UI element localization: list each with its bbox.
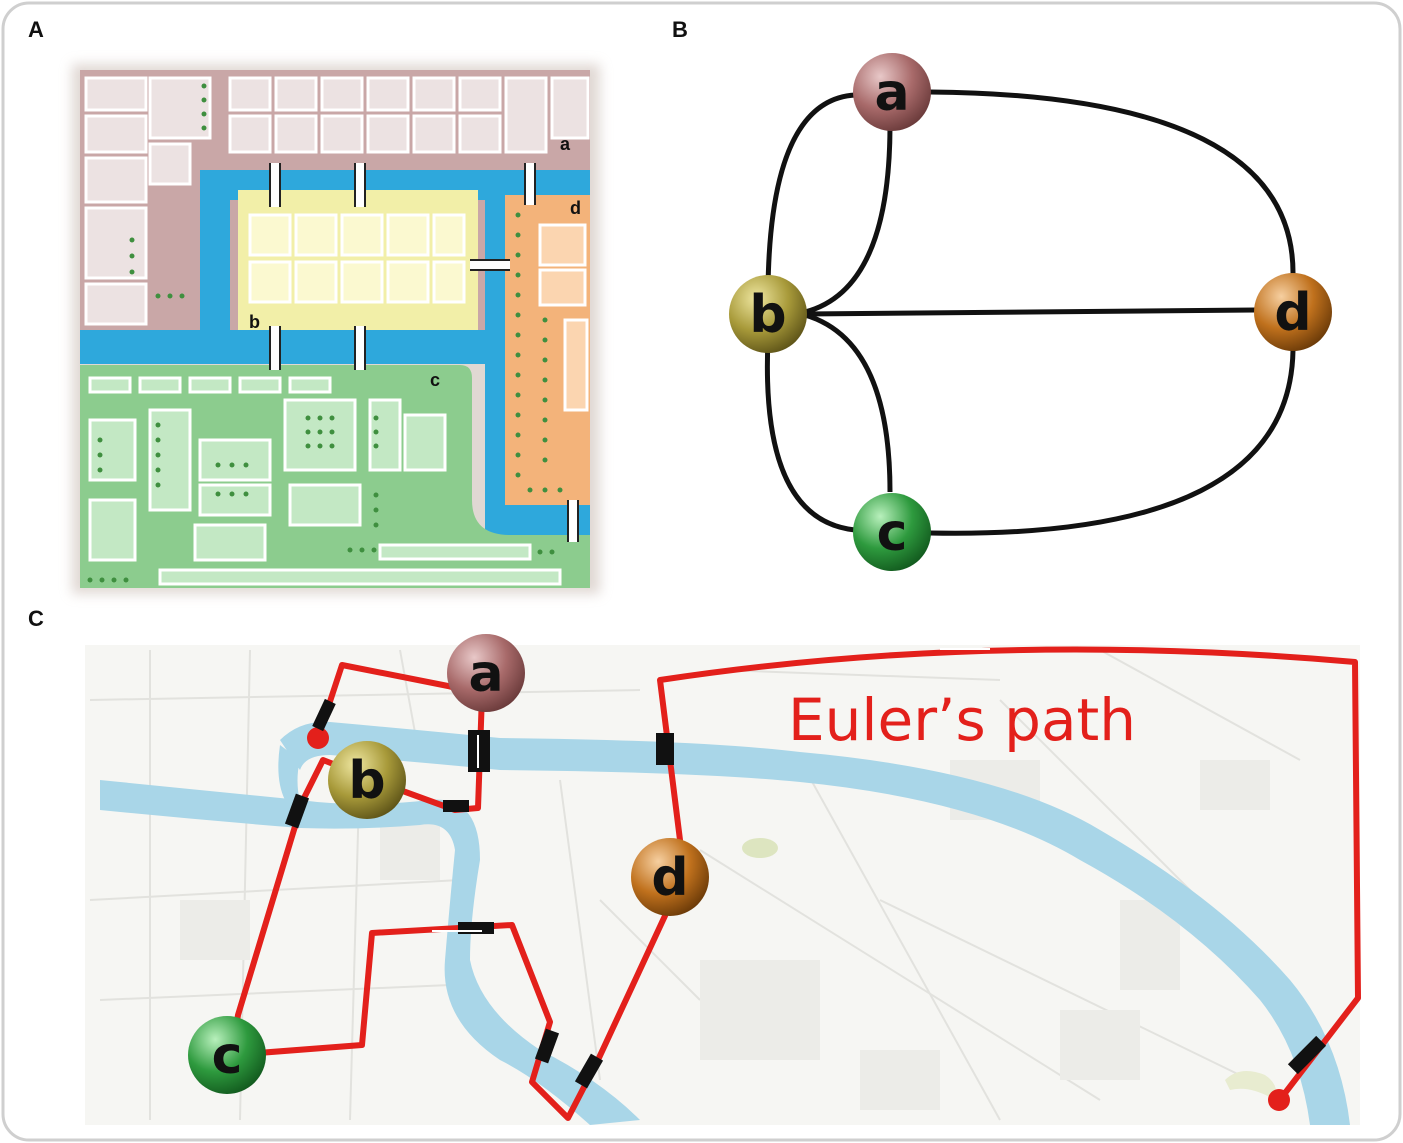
panel-a-city-map: a b c d <box>72 64 600 594</box>
edge-a-b-left <box>765 92 856 291</box>
edge-b-c-left <box>764 339 856 533</box>
edge-c-d <box>929 349 1296 536</box>
path-end-dot <box>1268 1089 1290 1111</box>
district-d-label: d <box>570 198 581 218</box>
edge-a-b-right <box>804 124 893 315</box>
svg-text:c: c <box>212 1026 243 1086</box>
euler-path-title: Euler’s path <box>788 686 1136 754</box>
svg-text:a: a <box>468 644 503 704</box>
graph-node-c: c <box>853 493 931 571</box>
path-start-dot <box>307 727 329 749</box>
edge-b-c-right <box>804 312 893 493</box>
panel-c-label: C <box>28 606 44 631</box>
panel-b-graph: a b c d <box>729 53 1332 571</box>
district-b-area <box>238 190 478 330</box>
district-b-label: b <box>249 312 260 332</box>
graph-node-d: d <box>1254 273 1332 351</box>
svg-text:b: b <box>749 285 786 345</box>
panel-c-map: a b c d Euler’s path <box>85 634 1361 1125</box>
map-node-d: d <box>631 838 709 916</box>
district-c-label: c <box>430 370 440 390</box>
graph-node-a: a <box>853 53 931 131</box>
edge-a-d <box>929 89 1296 276</box>
map-node-c: c <box>188 1016 266 1094</box>
river <box>100 780 640 1125</box>
svg-text:d: d <box>651 848 688 908</box>
district-a-label: a <box>560 134 571 154</box>
panel-b-label: B <box>672 17 688 42</box>
edge-b-d <box>804 307 1256 317</box>
svg-text:a: a <box>874 63 909 123</box>
map-node-a: a <box>447 634 525 712</box>
svg-text:d: d <box>1274 283 1311 343</box>
panel-a-label: A <box>28 17 44 42</box>
map-node-b: b <box>328 741 406 819</box>
svg-text:b: b <box>348 751 385 811</box>
euler-path <box>229 646 1361 1121</box>
svg-text:c: c <box>877 503 908 563</box>
graph-node-b: b <box>729 275 807 353</box>
